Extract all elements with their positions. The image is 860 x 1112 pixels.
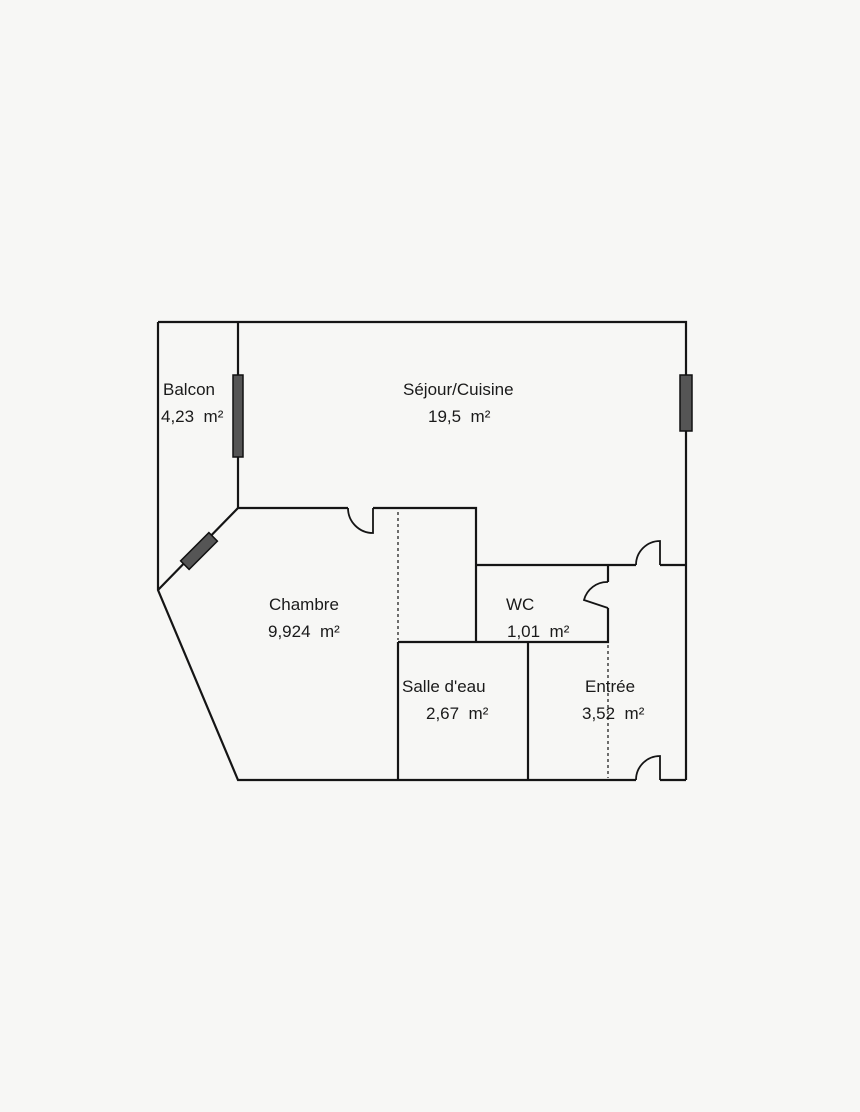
room-area-wc: 1,01 m² <box>507 622 570 641</box>
room-labels: Balcon 4,23 m² Séjour/Cuisine 19,5 m² Ch… <box>161 380 645 723</box>
room-name-balcon: Balcon <box>163 380 215 399</box>
room-area-sejour: 19,5 m² <box>428 407 491 426</box>
windows <box>179 374 693 571</box>
door-entree-top-swing <box>635 540 661 566</box>
door-swings <box>347 507 661 781</box>
dotted-partitions <box>397 512 609 778</box>
room-name-entree: Entrée <box>585 677 635 696</box>
room-area-balcon: 4,23 m² <box>161 407 224 426</box>
outer-walls <box>156 320 688 782</box>
room-name-chambre: Chambre <box>269 595 339 614</box>
window-sejour <box>679 374 693 432</box>
door-entrance-swing <box>635 755 661 781</box>
door-chambre-swing <box>347 507 374 534</box>
room-area-salle-eau: 2,67 m² <box>426 704 489 723</box>
window-balcon <box>232 374 244 458</box>
room-area-entree: 3,52 m² <box>582 704 645 723</box>
door-wc-swing <box>582 581 609 609</box>
room-area-chambre: 9,924 m² <box>268 622 340 641</box>
room-name-wc: WC <box>506 595 534 614</box>
room-name-salle-eau: Salle d'eau <box>402 677 486 696</box>
window-chambre <box>179 531 219 571</box>
room-name-sejour: Séjour/Cuisine <box>403 380 514 399</box>
